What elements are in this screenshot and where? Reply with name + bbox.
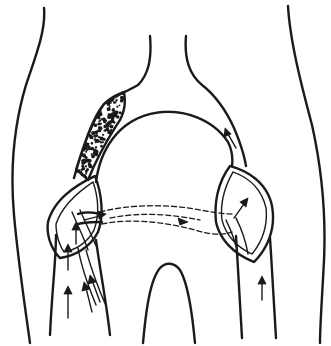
- clot-dot: [85, 143, 89, 147]
- clot-dot: [95, 141, 97, 143]
- right-limb-vessel-outer: [270, 238, 276, 338]
- clot-dot: [97, 129, 100, 132]
- clot-dot: [98, 120, 100, 122]
- arrow-icon: [258, 276, 266, 300]
- clot-dot: [95, 153, 98, 156]
- clot-dot: [107, 107, 111, 111]
- body-outline: [13, 6, 325, 343]
- clot-dot: [88, 134, 90, 136]
- arrow-icon: [72, 222, 80, 244]
- clot-dot: [108, 113, 112, 117]
- clot-dot: [100, 145, 103, 148]
- clot-dot: [107, 121, 111, 125]
- clot-dot: [98, 126, 101, 129]
- arrow-icon: [178, 218, 188, 225]
- clot-dot: [100, 123, 102, 125]
- clot-dot: [116, 95, 119, 98]
- clot-dot: [94, 124, 98, 128]
- clot-dot: [83, 149, 85, 151]
- clot-dot: [91, 131, 95, 135]
- crotch-contour: [143, 264, 195, 343]
- clot-dot: [115, 99, 117, 101]
- clot-dot: [113, 113, 117, 117]
- clot-segment: [75, 91, 125, 180]
- clot-dot: [86, 149, 88, 151]
- clot-dot: [86, 168, 89, 171]
- clot-dot: [110, 129, 112, 131]
- clot-dot: [103, 138, 106, 141]
- arrow-icon: [82, 282, 92, 312]
- right-body-contour: [288, 6, 325, 343]
- clot-dot: [89, 159, 92, 162]
- left-body-contour: [13, 8, 45, 343]
- clot-dot: [119, 111, 122, 114]
- clot-dot: [100, 141, 102, 143]
- clot-dot: [120, 96, 124, 100]
- clot-dot: [102, 117, 106, 121]
- graft-upper-line: [100, 206, 232, 214]
- clot-dot: [75, 169, 79, 173]
- arrow-icon: [234, 198, 248, 218]
- left-vessel-in-incision: [72, 212, 88, 250]
- clot-dot: [81, 168, 84, 171]
- graft-middle-line: [110, 214, 200, 220]
- clot-dot: [105, 102, 107, 104]
- clot-dot: [113, 101, 116, 104]
- vessel-tree: [50, 36, 276, 338]
- clot-dot: [85, 173, 87, 175]
- clot-dot: [112, 109, 114, 111]
- clot-dot: [80, 171, 82, 173]
- inner-arch: [96, 112, 232, 182]
- clot-dot: [91, 142, 94, 145]
- clot-dot: [99, 136, 101, 138]
- clot-dot: [83, 174, 86, 177]
- clot-dot: [121, 91, 125, 95]
- clot-dot: [119, 105, 121, 107]
- clot-dot: [105, 128, 109, 132]
- left-vessel-in-incision-2: [80, 210, 96, 246]
- clot-dot: [116, 106, 118, 108]
- clot-dot: [99, 114, 101, 116]
- clot-dot: [88, 147, 91, 150]
- clot-dot: [112, 121, 114, 123]
- clot-dot: [95, 146, 97, 148]
- clot-dot: [102, 134, 104, 136]
- clot-dot: [85, 165, 87, 167]
- crossover-graft: [100, 206, 232, 234]
- clot-dot: [94, 138, 97, 141]
- graft-lower-line: [102, 221, 232, 234]
- clot-dot: [110, 125, 114, 129]
- left-branch-line-1: [78, 248, 96, 305]
- clot-dot: [88, 163, 91, 166]
- clot-dot: [91, 147, 94, 150]
- clot-dot: [82, 155, 84, 157]
- trunk-right-wall: [186, 36, 246, 166]
- clot-dot: [110, 98, 114, 102]
- clot-dot: [81, 161, 85, 165]
- clot-dot: [109, 105, 111, 107]
- arrow-icon: [64, 286, 72, 318]
- clot-dot: [93, 135, 96, 138]
- clot-dot: [91, 155, 93, 157]
- clot-dot: [85, 151, 87, 153]
